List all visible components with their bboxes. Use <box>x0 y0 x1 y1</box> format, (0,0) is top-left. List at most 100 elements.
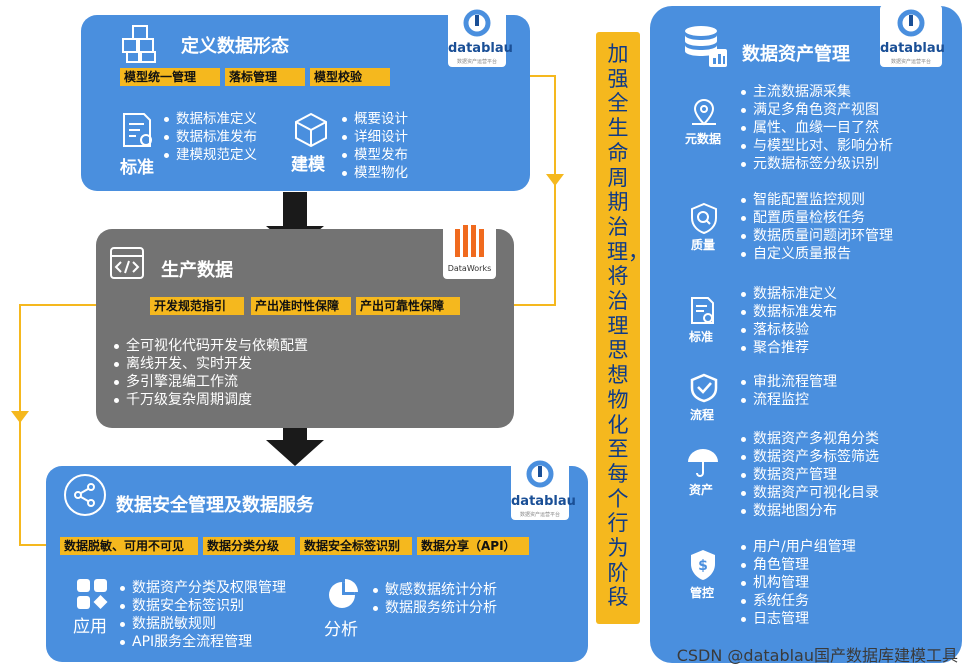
tag-model-check: 模型校验 <box>310 68 390 86</box>
list-item: 模型发布 <box>341 146 408 164</box>
quality-label: 质量 <box>690 238 715 252</box>
svg-text:$: $ <box>698 558 708 574</box>
metadata-list: 主流数据源采集 满足多角色资产视图 属性、血缘一目了然 与模型比对、影响分析 元… <box>740 83 893 173</box>
list-item: 满足多角色资产视图 <box>740 101 893 119</box>
list-item: 机构管理 <box>740 574 856 592</box>
list-item: 数据服务统计分析 <box>372 599 497 617</box>
list-item: 属性、血缘一目了然 <box>740 119 893 137</box>
panel-title: 定义数据形态 <box>181 36 289 57</box>
process-icon <box>689 373 719 407</box>
list-item: 用户/用户组管理 <box>740 538 856 556</box>
quality-list: 智能配置监控规则 配置质量检核任务 数据质量问题闭环管理 自定义质量报告 <box>740 191 893 263</box>
list-item: 建模规范定义 <box>163 146 257 164</box>
tag-classification: 数据分类分级 <box>203 537 295 555</box>
standard-list: 数据标准定义 数据标准发布 落标核验 聚合推荐 <box>740 285 837 357</box>
tag-data-sharing: 数据分享（API） <box>417 537 529 555</box>
panel-title: 生产数据 <box>161 260 233 281</box>
database-icon <box>683 25 729 73</box>
list-item: 概要设计 <box>341 110 408 128</box>
process-list: 审批流程管理 流程监控 <box>740 373 837 409</box>
metadata-label: 元数据 <box>684 132 721 146</box>
application-label: 应用 <box>73 617 107 637</box>
cubes-icon <box>119 24 163 68</box>
datablau-logo: datablau 数据资产运营平台 <box>511 456 576 520</box>
list-item: 智能配置监控规则 <box>740 191 893 209</box>
list-item: 日志管理 <box>740 610 856 628</box>
tag-dev-guidelines: 开发规范指引 <box>150 297 244 315</box>
quality-icon <box>689 202 719 238</box>
modeling-list: 概要设计 详细设计 模型发布 模型物化 <box>341 110 408 182</box>
lifecycle-governance-banner: 加强全生命周期治理，将治理思想物化至每个行为阶段 <box>596 32 649 624</box>
code-window-icon <box>109 246 145 284</box>
application-list: 数据资产分类及权限管理 数据安全标签识别 数据脱敏规则 API服务全流程管理 <box>119 579 286 651</box>
list-item: 落标核验 <box>740 321 837 339</box>
list-item: 数据标准定义 <box>163 110 257 128</box>
list-item: 元数据标签分级识别 <box>740 155 893 173</box>
tag-model-management: 模型统一管理 <box>120 68 220 86</box>
panel-title: 数据资产管理 <box>742 44 850 65</box>
asset-label: 资产 <box>688 483 713 497</box>
asset-icon <box>686 448 720 482</box>
list-item: 数据资产多视角分类 <box>740 430 879 448</box>
modeling-label: 建模 <box>291 155 325 175</box>
datablau-logo: datablau 数据资产运营平台 <box>448 5 513 67</box>
list-item: 数据标准定义 <box>740 285 837 303</box>
list-item: 配置质量检核任务 <box>740 209 893 227</box>
list-item: 聚合推荐 <box>740 339 837 357</box>
modeling-cube-icon <box>292 112 330 152</box>
list-item: 敏感数据统计分析 <box>372 581 497 599</box>
standard-list: 数据标准定义 数据标准发布 建模规范定义 <box>163 110 257 164</box>
list-item: 与模型比对、影响分析 <box>740 137 893 155</box>
list-item: 数据脱敏规则 <box>119 615 286 633</box>
asset-list: 数据资产多视角分类 数据资产多标签筛选 数据资产管理 数据资产可视化目录 数据地… <box>740 430 879 520</box>
pie-chart-icon <box>327 578 359 614</box>
list-item: 数据资产多标签筛选 <box>740 448 879 466</box>
list-item: 数据资产可视化目录 <box>740 484 879 502</box>
control-label: 管控 <box>689 586 714 600</box>
standard-doc-icon <box>120 112 156 154</box>
tag-data-masking: 数据脱敏、可用不可见 <box>60 537 198 555</box>
control-list: 用户/用户组管理 角色管理 机构管理 系统任务 日志管理 <box>740 538 856 628</box>
list-item: 数据资产管理 <box>740 466 879 484</box>
standard-label: 标准 <box>120 158 154 178</box>
share-icon <box>63 473 107 521</box>
standard-icon <box>689 296 717 330</box>
banner-text: 加强全生命周期治理，将治理思想物化至每个行为阶段 <box>607 42 649 610</box>
list-item: 离线开发、实时开发 <box>113 355 308 373</box>
list-item: 数据质量问题闭环管理 <box>740 227 893 245</box>
standard-label: 标准 <box>688 330 713 344</box>
list-item: 千万级复杂周期调度 <box>113 391 308 409</box>
list-item: 审批流程管理 <box>740 373 837 391</box>
control-icon: $ <box>689 549 717 585</box>
tag-standard-landing: 落标管理 <box>225 68 305 86</box>
list-item: 角色管理 <box>740 556 856 574</box>
source-watermark: CSDN @datablau国产数据库建模工具 <box>676 646 958 665</box>
metadata-icon <box>689 97 719 131</box>
list-item: 数据地图分布 <box>740 502 879 520</box>
list-item: 全可视化代码开发与依赖配置 <box>113 337 308 355</box>
tag-reliable-output: 产出可靠性保障 <box>356 297 460 315</box>
list-item: 系统任务 <box>740 592 856 610</box>
analysis-list: 敏感数据统计分析 数据服务统计分析 <box>372 581 497 617</box>
list-item: 自定义质量报告 <box>740 245 893 263</box>
list-item: API服务全流程管理 <box>119 633 286 651</box>
list-item: 数据资产分类及权限管理 <box>119 579 286 597</box>
list-item: 多引擎混编工作流 <box>113 373 308 391</box>
process-label: 流程 <box>689 408 714 422</box>
list-item: 数据标准发布 <box>163 128 257 146</box>
list-item: 数据标准发布 <box>740 303 837 321</box>
panel-title: 数据安全管理及数据服务 <box>116 495 314 516</box>
datablau-logo: datablau 数据资产运营平台 <box>880 5 945 67</box>
list-item: 详细设计 <box>341 128 408 146</box>
production-list: 全可视化代码开发与依赖配置 离线开发、实时开发 多引擎混编工作流 千万级复杂周期… <box>113 337 308 409</box>
analysis-label: 分析 <box>324 620 358 640</box>
tag-on-time-output: 产出准时性保障 <box>251 297 351 315</box>
list-item: 流程监控 <box>740 391 837 409</box>
list-item: 主流数据源采集 <box>740 83 893 101</box>
tag-security-label: 数据安全标签识别 <box>300 537 412 555</box>
dataworks-logo: DataWorks <box>443 219 496 279</box>
list-item: 数据安全标签识别 <box>119 597 286 615</box>
security-service-panel <box>46 466 588 662</box>
apps-grid-icon <box>76 578 108 614</box>
list-item: 模型物化 <box>341 164 408 182</box>
